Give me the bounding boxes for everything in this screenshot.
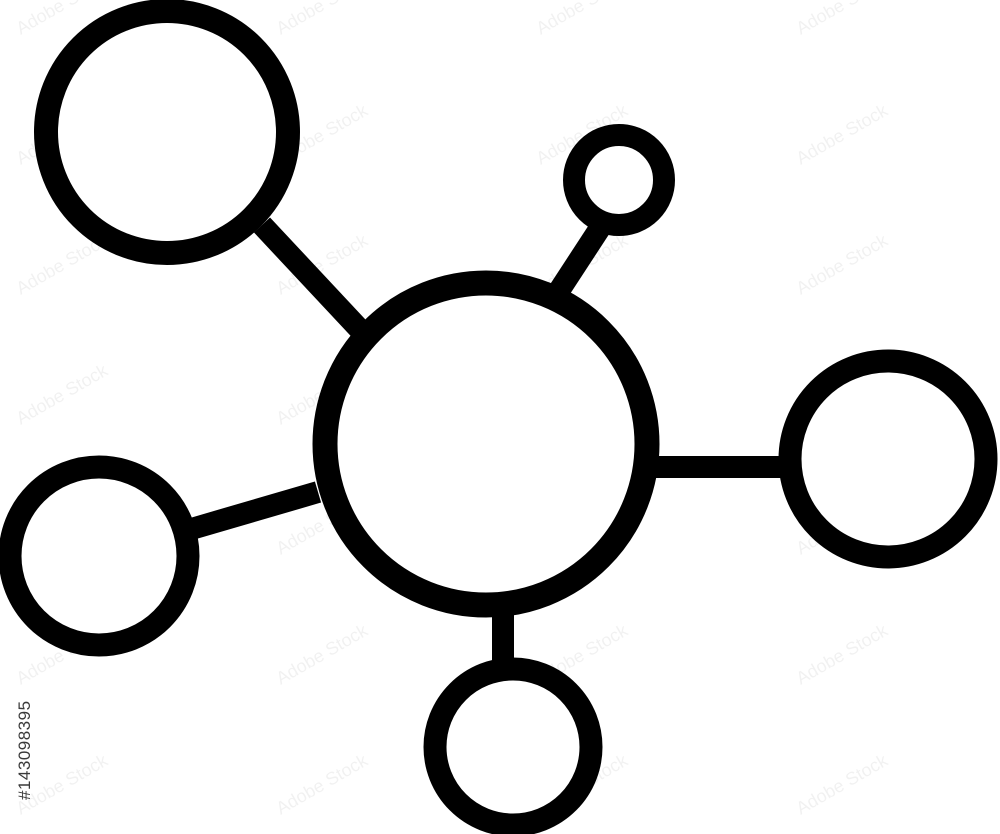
node-top-right-small [563, 124, 675, 236]
watermark-pattern-text: Adobe Stock [793, 750, 892, 819]
connector-left [184, 481, 322, 541]
node-top-left [34, 0, 300, 265]
node-right [778, 349, 998, 569]
watermark-pattern-text: Adobe Stock [793, 0, 892, 38]
watermark-pattern-text: Adobe Stock [13, 360, 112, 429]
watermark-pattern-text: Adobe Stock [273, 750, 372, 819]
node-center-hub [312, 270, 660, 618]
stock-id-watermark: #143098395 [15, 700, 34, 800]
watermark-pattern-text: Adobe Stock [793, 100, 892, 169]
watermark-pattern-text: Adobe Stock [273, 620, 372, 689]
watermark-pattern-text: Adobe Stock [793, 620, 892, 689]
watermark-pattern-text: Adobe Stock [793, 230, 892, 299]
node-left [0, 455, 200, 657]
connector-top-left [253, 217, 372, 341]
node-bottom [423, 657, 603, 834]
watermark-pattern-text: Adobe Stock [273, 0, 372, 38]
watermark-pattern-text: Adobe Stock [533, 0, 632, 38]
